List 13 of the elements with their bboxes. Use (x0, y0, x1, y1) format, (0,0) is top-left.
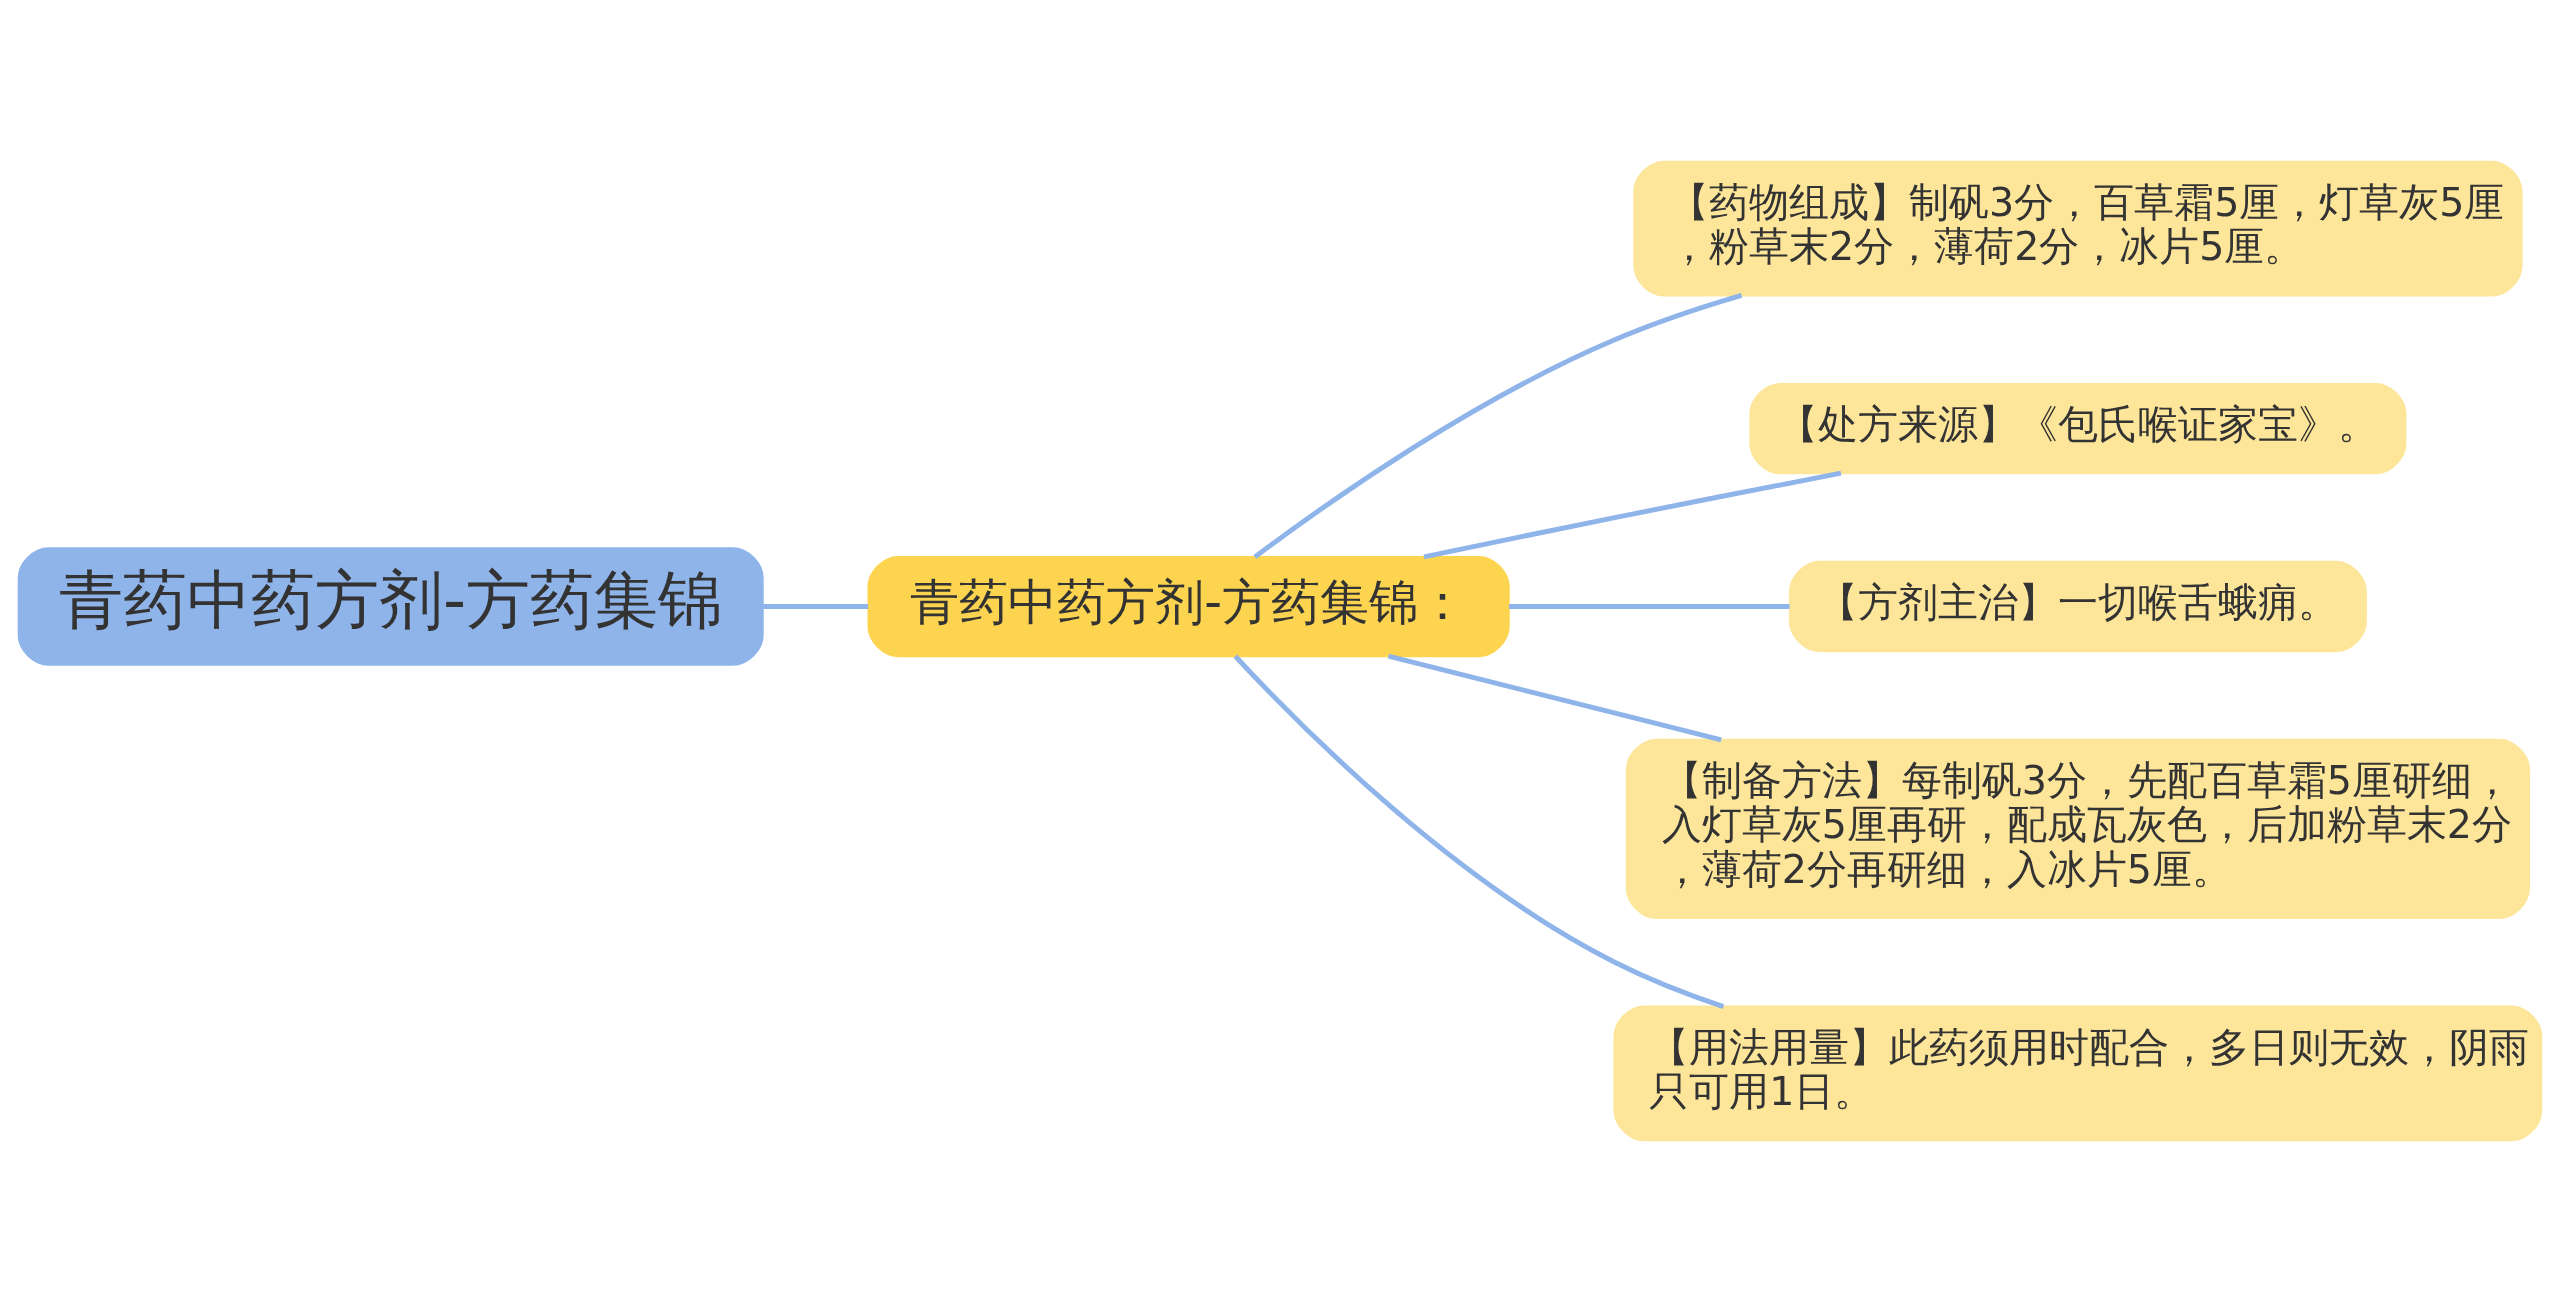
node-box: 【制备方法】每制矾3分，先配百草霜5厘研细，入灯草灰5厘再研，配成瓦灰色，后加粉草末2分，薄荷2分再研细，入冰片5厘。 (1625, 738, 2530, 919)
connector (1509, 603, 1790, 609)
connector (1233, 654, 1725, 1009)
node-box: 【处方来源】《包氏喉证家宝》。 (1749, 382, 2407, 474)
node-box: 青药中药方剂-方药集锦： (867, 555, 1510, 657)
connector (1387, 653, 1722, 742)
connector (1423, 470, 1842, 559)
node-box: 青药中药方剂-方药集锦 (17, 546, 764, 666)
node-box: 【方剂主治】一切喉舌蛾痈。 (1788, 560, 2367, 652)
node-box: 【药物组成】制矾3分，百草霜5厘，灯草灰5厘，粉草末2分，薄荷2分，冰片5厘。 (1633, 160, 2523, 296)
connector (762, 603, 869, 609)
node-box: 【用法用量】此药须用时配合，多日则无效，阴雨只可用1日。 (1613, 1005, 2543, 1141)
connector (1253, 292, 1743, 559)
